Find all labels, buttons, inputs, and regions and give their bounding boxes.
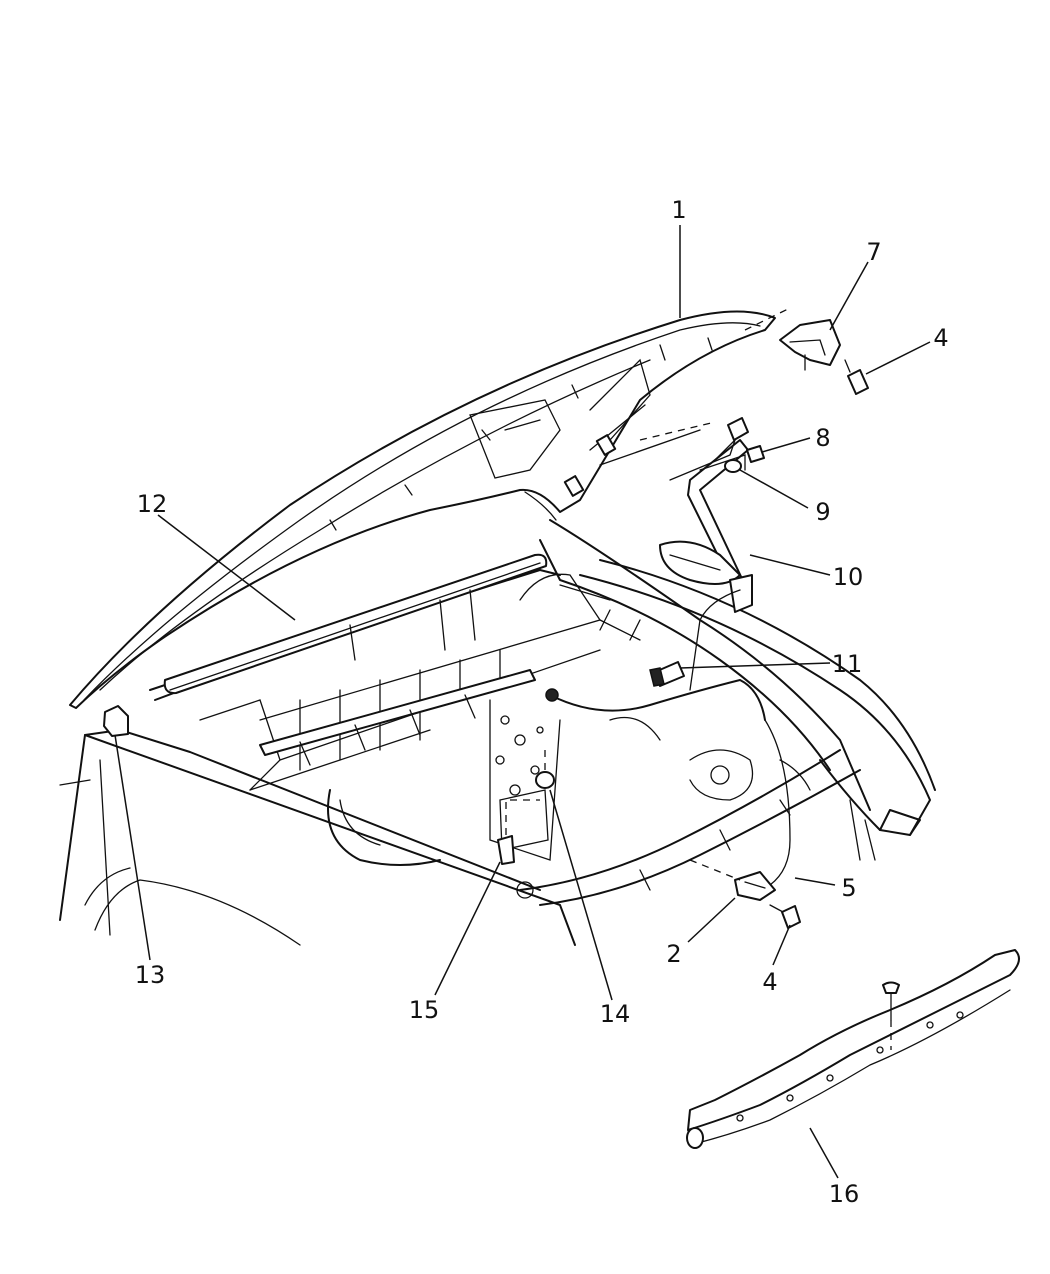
- hood-latch-striker: [779, 319, 841, 371]
- callout-labels: 1 7 4 8 9 10 12 11 5 2 4 13 15 14 16: [135, 196, 949, 1208]
- callout-5: 5: [841, 874, 856, 902]
- weatherstrip-16: [686, 949, 1020, 1149]
- grommet-14: [535, 745, 555, 789]
- callout-14: 14: [600, 1000, 631, 1028]
- screw-15: [497, 799, 540, 865]
- callout-9: 9: [815, 498, 830, 526]
- callout-2: 2: [666, 940, 681, 968]
- callout-13: 13: [135, 961, 166, 989]
- bumper-13: [103, 705, 129, 737]
- bolt-11: [649, 661, 685, 687]
- callout-1: 1: [671, 196, 686, 224]
- callout-10: 10: [833, 563, 864, 591]
- hood-latch-2: [689, 859, 776, 901]
- callout-16: 16: [829, 1180, 860, 1208]
- leader-lines: [114, 225, 931, 1179]
- washer-9: [724, 459, 742, 473]
- callout-4-lower: 4: [762, 968, 777, 996]
- hood-panel: [69, 307, 791, 709]
- bolt-4-upper: [844, 359, 869, 395]
- callout-11: 11: [832, 650, 863, 678]
- nut-8: [746, 445, 765, 463]
- callout-15: 15: [409, 996, 440, 1024]
- bolt-4-lower: [769, 904, 801, 929]
- callout-7: 7: [866, 238, 881, 266]
- callout-8: 8: [815, 424, 830, 452]
- callout-4-upper: 4: [933, 324, 948, 352]
- callout-12: 12: [137, 490, 168, 518]
